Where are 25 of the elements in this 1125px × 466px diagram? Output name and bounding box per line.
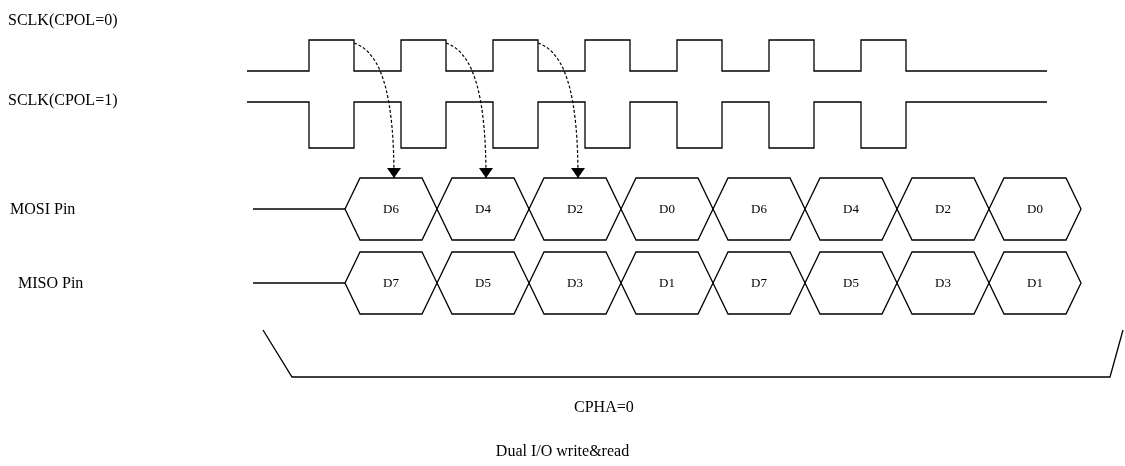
data-cell: D6 [345, 178, 437, 240]
data-cell: D2 [529, 178, 621, 240]
data-cell: D1 [989, 252, 1081, 314]
data-cell: D4 [805, 178, 897, 240]
data-cell: D5 [805, 252, 897, 314]
data-cell: D0 [621, 178, 713, 240]
dotted-arrow [445, 42, 493, 179]
data-cell: D1 [621, 252, 713, 314]
dotted-arrow [537, 42, 585, 179]
caption: Dual I/O write&read [494, 442, 631, 460]
data-cell: D5 [437, 252, 529, 314]
data-cell: D4 [437, 178, 529, 240]
data-cell: D6 [713, 178, 805, 240]
signal-label: SCLK(CPOL=0) [8, 11, 118, 29]
signal-label: MISO Pin [18, 274, 84, 292]
data-cell: D7 [713, 252, 805, 314]
dotted-arrow [353, 42, 401, 179]
bracket-label: CPHA=0 [574, 398, 634, 416]
data-cell: D3 [529, 252, 621, 314]
signal-label: SCLK(CPOL=1) [8, 91, 118, 109]
data-cell: D7 [345, 252, 437, 314]
data-cell: D2 [897, 178, 989, 240]
signal-label: MOSI Pin [10, 200, 76, 218]
data-cell: D3 [897, 252, 989, 314]
data-cell: D0 [989, 178, 1081, 240]
